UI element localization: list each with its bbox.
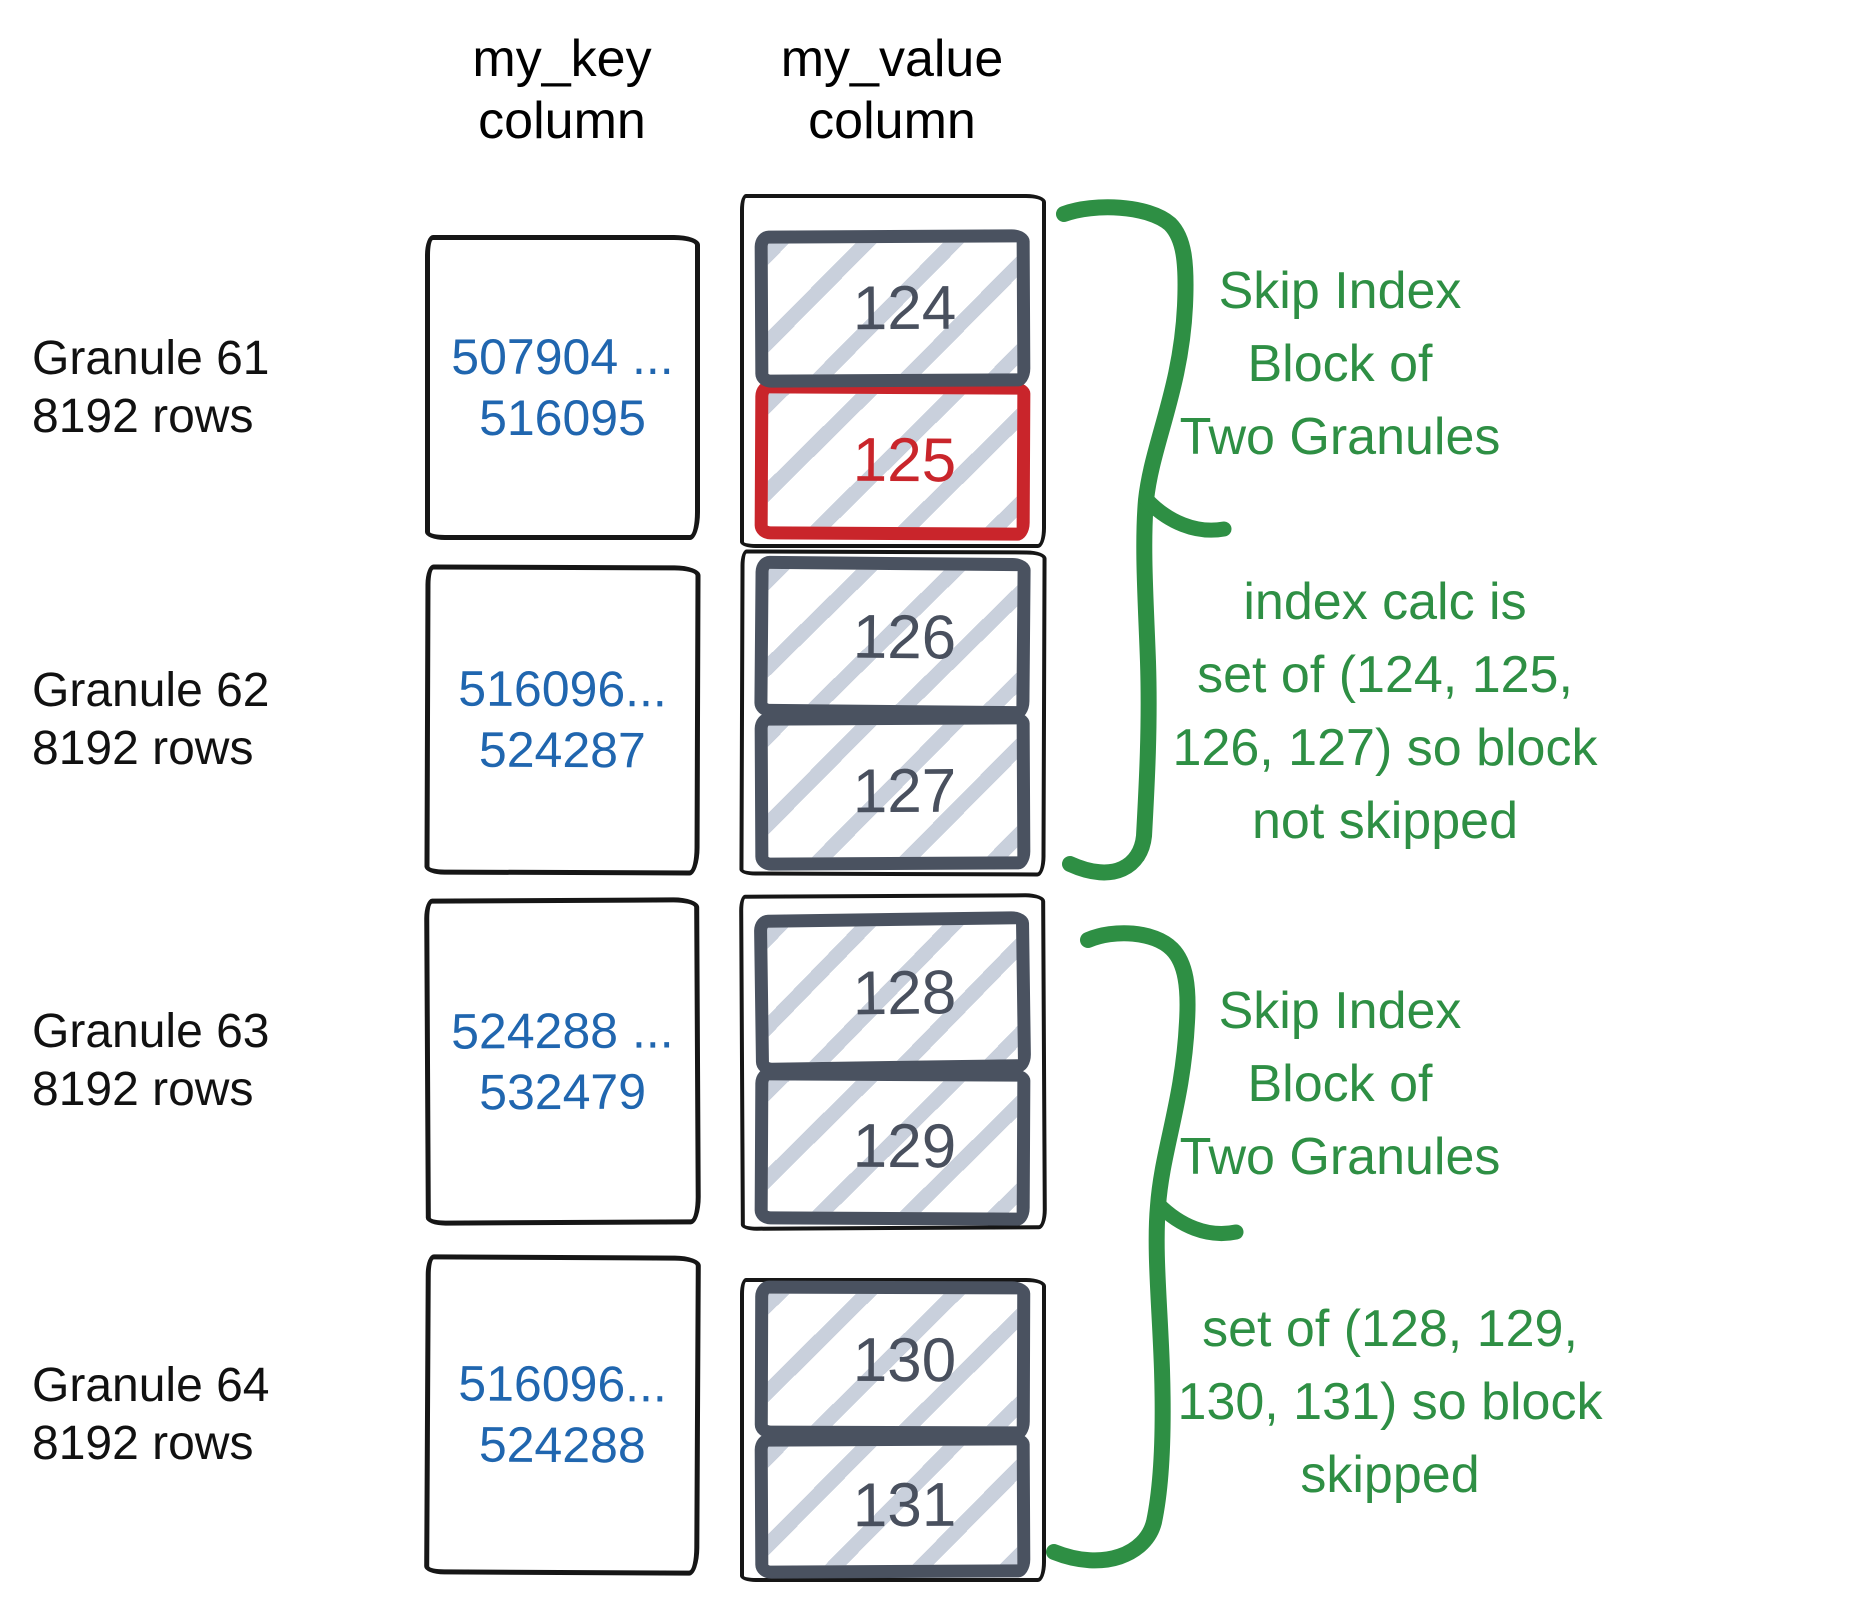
granule-61-key-box: 507904 ... 516095 xyxy=(425,235,700,540)
value-block-129: 129 xyxy=(754,1067,1031,1226)
my-key-column-header: my_key column xyxy=(422,28,702,152)
granule-62-key-max: 524287 xyxy=(478,721,646,779)
granule-62-name: Granule 62 xyxy=(32,664,270,717)
annotation-index-calc-line4: not skipped xyxy=(1252,792,1518,850)
skip-block-2-brace-tick xyxy=(1150,1196,1244,1242)
annotation-skip-block-1-line2: Block of xyxy=(1247,335,1433,393)
granule-62-rows: 8192 rows xyxy=(32,722,254,775)
annotation-skip-block-1-line1: Skip Index xyxy=(1218,262,1462,320)
annotation-index-calc-line2: set of (124, 125, xyxy=(1197,646,1573,704)
skip-block-1-brace-tick xyxy=(1139,492,1232,538)
value-block-126: 126 xyxy=(754,555,1031,720)
granule-64-key-min: 516096... xyxy=(458,1355,668,1413)
annotation-skip-block-2-line3: Two Granules xyxy=(1179,1128,1501,1186)
granule-61-rows: 8192 rows xyxy=(32,390,254,443)
granule-64-key-max: 524288 xyxy=(478,1416,646,1474)
granule-62-key-range: 516096... 524287 xyxy=(458,659,667,782)
annotation-set-skipped-line2: 130, 131) so block xyxy=(1177,1373,1603,1431)
annotation-set-skipped-line3: skipped xyxy=(1300,1446,1480,1504)
annotation-set-skipped: set of (128, 129, 130, 131) so block ski… xyxy=(1090,1293,1690,1512)
granule-61-key-range: 507904 ... 516095 xyxy=(451,327,673,449)
granule-63-name: Granule 63 xyxy=(32,1005,270,1058)
my-value-header-line2: column xyxy=(808,92,976,150)
granule-62-label: Granule 62 8192 rows xyxy=(32,662,332,778)
value-block-131: 131 xyxy=(754,1432,1031,1579)
annotation-set-skipped-line1: set of (128, 129, xyxy=(1202,1300,1578,1358)
granule-62-key-box: 516096... 524287 xyxy=(424,564,701,876)
granule-64-rows: 8192 rows xyxy=(32,1417,254,1470)
granule-61-label: Granule 61 8192 rows xyxy=(32,330,332,446)
value-block-127-label: 127 xyxy=(852,756,957,826)
value-block-124: 124 xyxy=(754,229,1031,388)
value-block-128: 128 xyxy=(753,911,1032,1076)
value-block-128-label: 128 xyxy=(852,958,957,1029)
my-key-header-line1: my_key xyxy=(472,30,652,88)
my-value-column-header: my_value column xyxy=(752,28,1032,152)
my-value-header-line1: my_value xyxy=(780,30,1004,88)
granule-63-key-box: 524288 ... 532479 xyxy=(424,897,701,1226)
value-block-127: 127 xyxy=(754,711,1031,871)
annotation-skip-block-2-line2: Block of xyxy=(1247,1055,1433,1113)
annotation-index-calc-line3: 126, 127) so block xyxy=(1172,719,1598,777)
value-block-126-label: 126 xyxy=(852,602,957,673)
granule-63-label: Granule 63 8192 rows xyxy=(32,1003,332,1119)
granule-64-label: Granule 64 8192 rows xyxy=(32,1357,332,1473)
my-key-header-line2: column xyxy=(478,92,646,150)
granule-61-name: Granule 61 xyxy=(32,332,270,385)
value-block-131-label: 131 xyxy=(852,1470,957,1541)
granule-63-key-min: 524288 ... xyxy=(450,1001,674,1060)
value-block-125-highlighted: 125 xyxy=(754,380,1031,541)
granule-61-key-min: 507904 ... xyxy=(451,328,674,385)
value-block-125-label: 125 xyxy=(852,425,957,496)
annotation-skip-block-2: Skip Index Block of Two Granules xyxy=(1040,975,1640,1194)
granule-62-key-min: 516096... xyxy=(458,660,667,718)
granule-63-rows: 8192 rows xyxy=(32,1063,254,1116)
granule-64-key-box: 516096... 524288 xyxy=(424,1254,701,1576)
granule-61-key-max: 516095 xyxy=(479,389,646,446)
value-block-130: 130 xyxy=(754,1280,1031,1440)
annotation-skip-block-1-line3: Two Granules xyxy=(1179,408,1501,466)
granule-64-name: Granule 64 xyxy=(32,1359,270,1412)
value-block-130-label: 130 xyxy=(852,1325,957,1395)
annotation-skip-block-1: Skip Index Block of Two Granules xyxy=(1040,255,1640,474)
annotation-skip-block-2-line1: Skip Index xyxy=(1218,982,1462,1040)
granule-63-key-max: 532479 xyxy=(479,1063,647,1120)
granule-63-key-range: 524288 ... 532479 xyxy=(451,1000,674,1123)
granule-64-key-range: 516096... 524288 xyxy=(458,1353,667,1476)
value-block-129-label: 129 xyxy=(852,1111,957,1182)
value-block-124-label: 124 xyxy=(852,273,957,344)
annotation-index-calc-not-skipped: index calc is set of (124, 125, 126, 127… xyxy=(1085,566,1685,858)
annotation-index-calc-line1: index calc is xyxy=(1243,573,1527,631)
